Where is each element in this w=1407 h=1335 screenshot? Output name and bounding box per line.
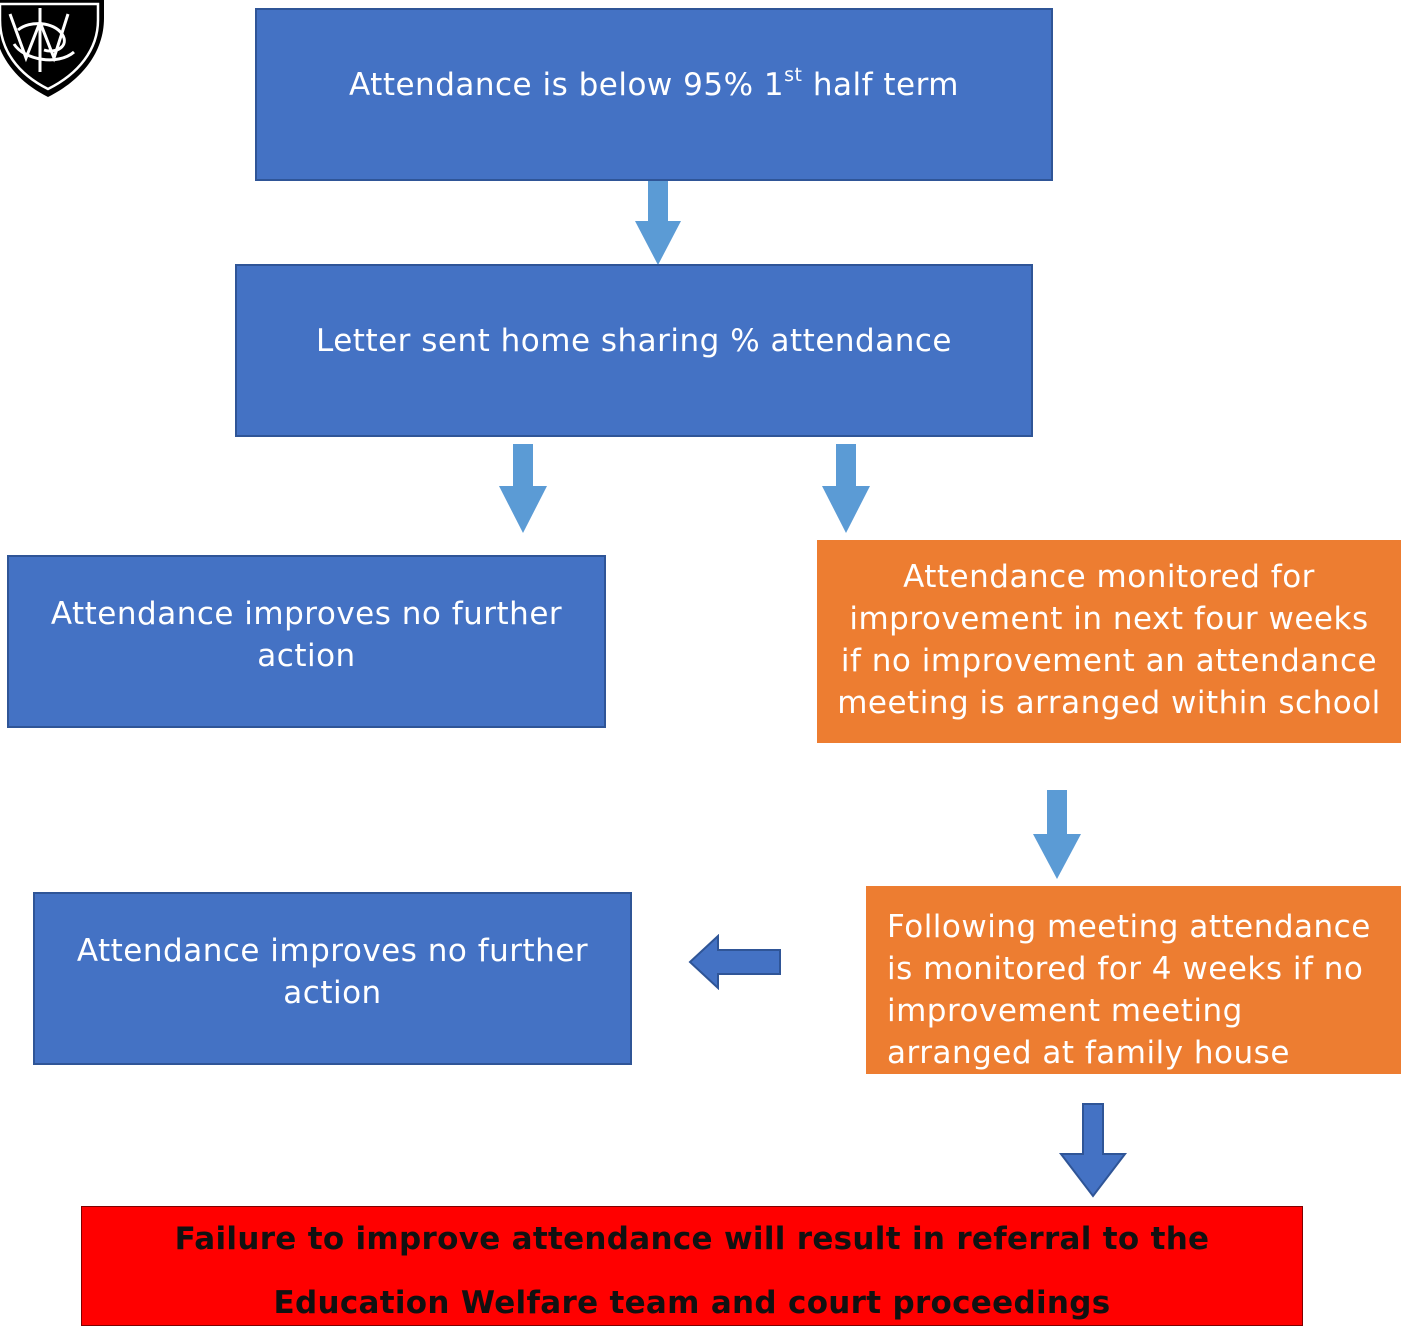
arrow-down-right xyxy=(822,444,870,533)
improves-line-1: Attendance improves no further xyxy=(76,933,589,969)
following-line-4: arranged at family house xyxy=(887,1035,1290,1071)
following-line-1: Following meeting attendance xyxy=(887,909,1371,945)
letter-sent-box: Letter sent home sharing % attendance xyxy=(235,264,1033,437)
ordinal-suffix: st xyxy=(784,64,803,87)
following-line-2: is monitored for 4 weeks if no xyxy=(887,951,1364,987)
letter-sent-text: Letter sent home sharing % attendance xyxy=(315,322,952,359)
school-crest-icon xyxy=(0,0,104,97)
start-condition-text: Attendance is below 95% 1st half term xyxy=(349,64,959,103)
improves-no-action-box-1: Attendance improves no further action xyxy=(7,555,606,728)
improves-no-action-box-2: Attendance improves no further action xyxy=(33,892,632,1065)
following-meeting-box: Following meeting attendance is monitore… xyxy=(866,886,1401,1074)
improves-line-2: action xyxy=(283,975,382,1011)
monitored-line-2: improvement in next four weeks xyxy=(849,600,1369,637)
monitored-line-4: meeting is arranged within school xyxy=(837,684,1381,721)
start-condition-box: Attendance is below 95% 1st half term xyxy=(255,8,1053,181)
failure-line-1: Failure to improve attendance will resul… xyxy=(174,1221,1210,1257)
improves-line-2: action xyxy=(257,638,356,674)
failure-consequence-box: Failure to improve attendance will resul… xyxy=(81,1206,1303,1326)
arrow-down-left xyxy=(499,444,547,533)
arrow-down-1 xyxy=(635,181,681,265)
following-line-3: improvement meeting xyxy=(887,993,1243,1029)
monitored-line-3: if no improvement an attendance xyxy=(840,642,1378,679)
monitored-line-1: Attendance monitored for xyxy=(903,558,1315,595)
failure-line-2: Education Welfare team and court proceed… xyxy=(273,1285,1111,1321)
arrow-down-3 xyxy=(1033,790,1081,879)
attendance-monitored-box: Attendance monitored for improvement in … xyxy=(817,540,1401,743)
arrow-down-5 xyxy=(1058,1103,1128,1198)
improves-line-1: Attendance improves no further xyxy=(50,596,563,632)
arrow-left xyxy=(688,934,781,990)
